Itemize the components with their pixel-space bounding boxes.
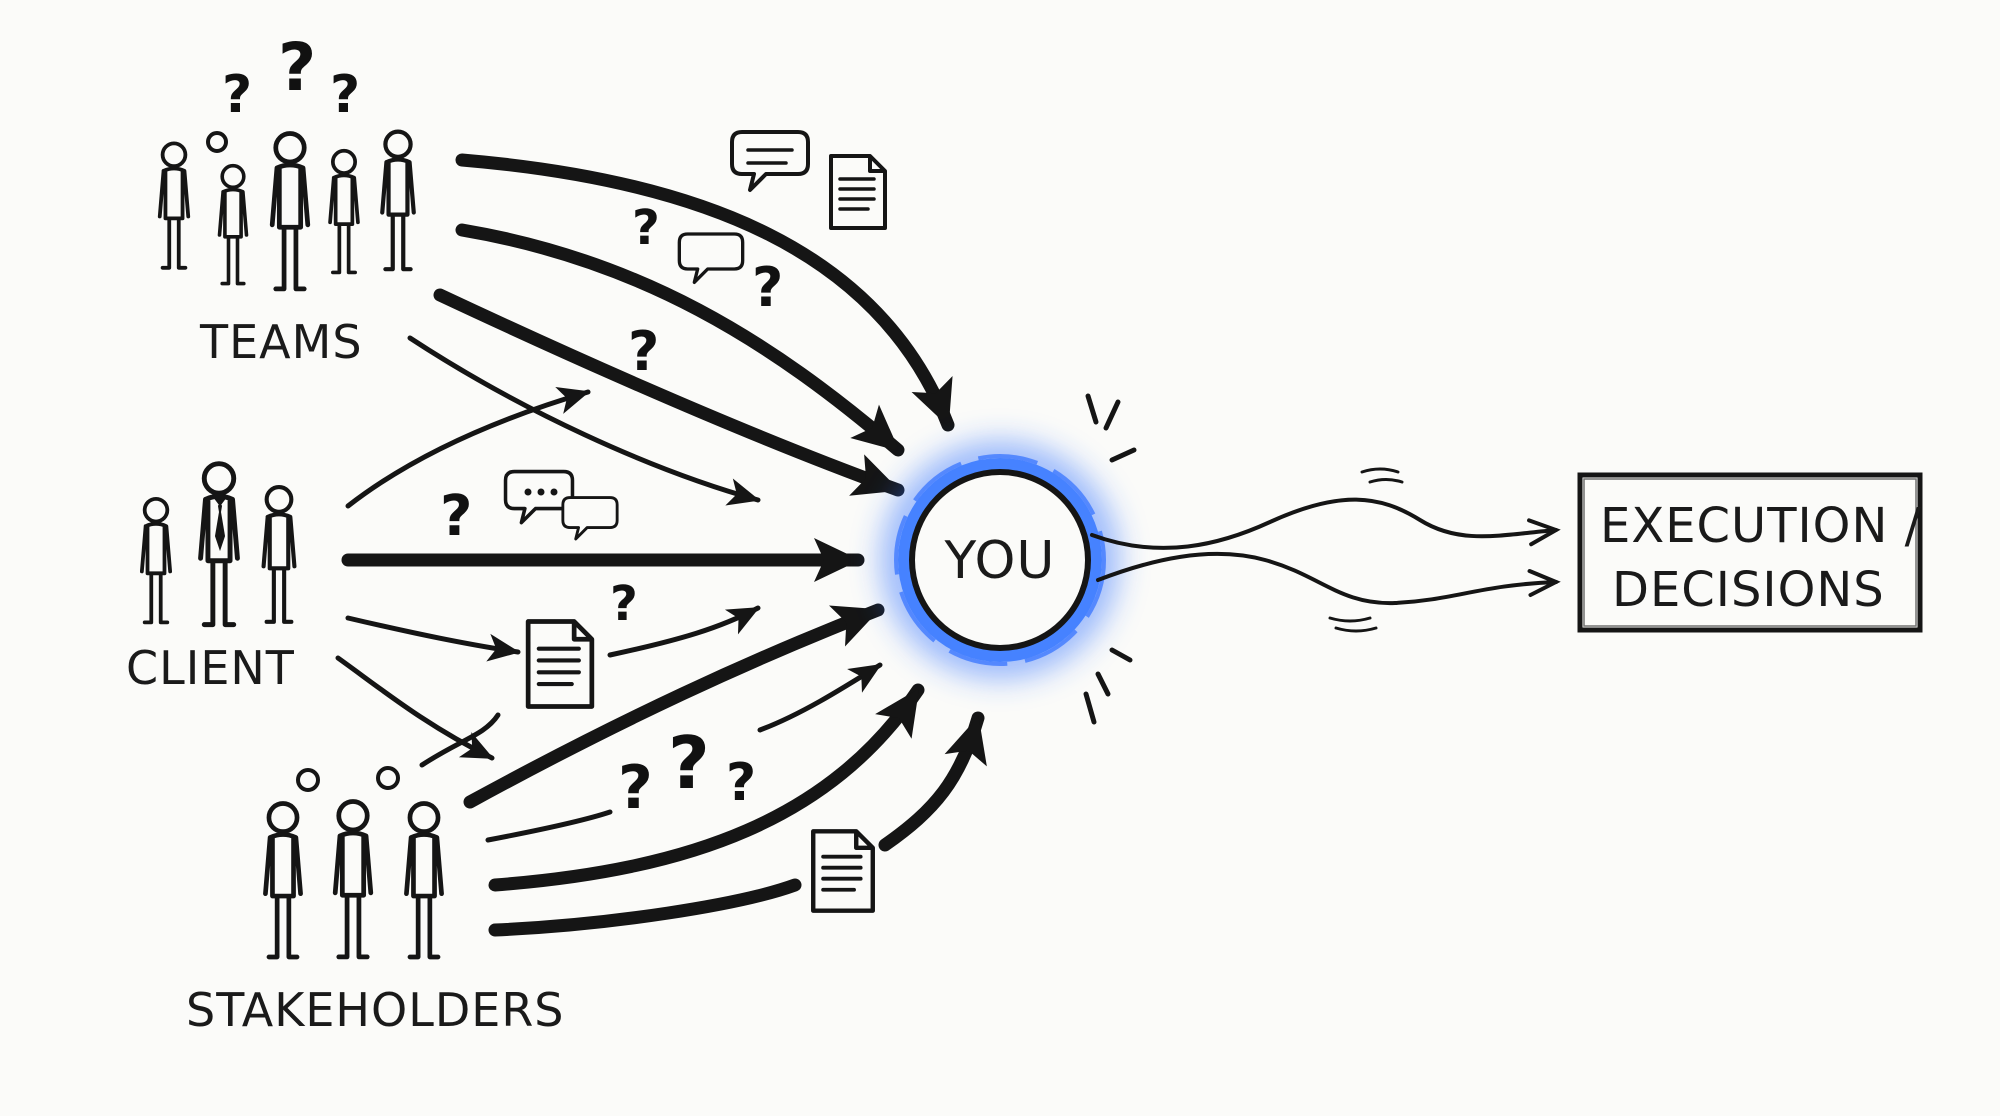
question-mark-icon: ? [632, 200, 660, 256]
document-icon [528, 622, 592, 707]
arrow-stakeholder-stub [419, 712, 501, 768]
person-icon [376, 766, 400, 790]
output-box: EXECUTION / DECISIONS [1577, 472, 1923, 633]
question-mark-icon: ? [668, 721, 710, 805]
speech-bubble-icon [677, 232, 745, 285]
person-icon [406, 804, 441, 957]
arrow-client-down [335, 655, 495, 761]
arrow-stakeholders-2 [488, 683, 925, 892]
speech-bubble-icon [561, 496, 619, 541]
arrow-to-execution [1090, 497, 1561, 550]
arrow-teams-1 [455, 153, 955, 432]
person-icon [296, 768, 320, 792]
person-icon [272, 134, 308, 289]
floating-icons: ? ? ? ? ? ? ? ? [440, 130, 885, 911]
arrow-stakeholders-3-head [878, 711, 987, 852]
motion-lines-icon [1328, 467, 1404, 633]
client-group: CLIENT [126, 464, 295, 695]
question-mark-icon: ? [726, 753, 756, 813]
stakeholders-label: STAKEHOLDERS [186, 983, 565, 1037]
arrow-stakeholders-3 [488, 878, 802, 937]
arrow-stakeholders-1 [463, 603, 885, 809]
incoming-arrows [335, 153, 987, 937]
arrow-teams-3 [433, 288, 905, 497]
question-mark-icon: ? [628, 320, 659, 383]
person-icon [217, 163, 249, 286]
arrow-teams-thin [407, 335, 761, 506]
arrow-client-to-doc [345, 615, 521, 662]
teams-group: ? ? ? TEAMS [160, 29, 414, 369]
necktie-icon [214, 497, 226, 552]
person-icon [206, 131, 228, 153]
arrow-stakeholders-dash [485, 809, 613, 843]
outgoing-arrows [1090, 467, 1561, 633]
person-icon [142, 499, 170, 623]
stakeholders-group: STAKEHOLDERS [186, 766, 565, 1037]
question-mark-icon: ? [618, 753, 653, 823]
question-mark-icon: ? [610, 576, 638, 632]
teams-people [160, 132, 414, 289]
question-mark-icon: ? [222, 65, 252, 125]
radiating-lines-icon [1083, 393, 1137, 725]
person-icon [382, 132, 414, 270]
question-mark-icon: ? [752, 256, 783, 319]
question-mark-icon: ? [278, 29, 316, 106]
client-people [142, 464, 295, 625]
arrow-to-decisions [1096, 551, 1561, 606]
output-line-2: DECISIONS [1612, 562, 1885, 618]
output-box-frame [1577, 472, 1923, 633]
arrow-client-up [345, 387, 591, 509]
question-mark-icon: ? [440, 484, 472, 549]
arrow-stakeholders-thin [757, 662, 883, 733]
output-line-1: EXECUTION / [1600, 498, 1922, 554]
you-node: YOU [883, 393, 1137, 725]
stakeholders-people [265, 766, 441, 957]
person-icon [160, 143, 189, 267]
client-label: CLIENT [126, 641, 295, 695]
teams-question-marks: ? ? ? [222, 29, 360, 125]
person-icon [265, 804, 300, 957]
you-circle [909, 469, 1091, 651]
document-icon [813, 831, 873, 910]
person-icon [264, 487, 295, 622]
you-label: YOU [944, 531, 1056, 591]
speech-bubble-icon [730, 130, 810, 192]
teams-label: TEAMS [199, 315, 363, 369]
question-mark-icon: ? [330, 65, 360, 125]
person-icon [335, 802, 371, 957]
arrow-teams-2 [455, 223, 905, 457]
arrow-doc-to-you [607, 605, 761, 658]
person-icon [328, 148, 360, 275]
document-icon [831, 156, 885, 228]
